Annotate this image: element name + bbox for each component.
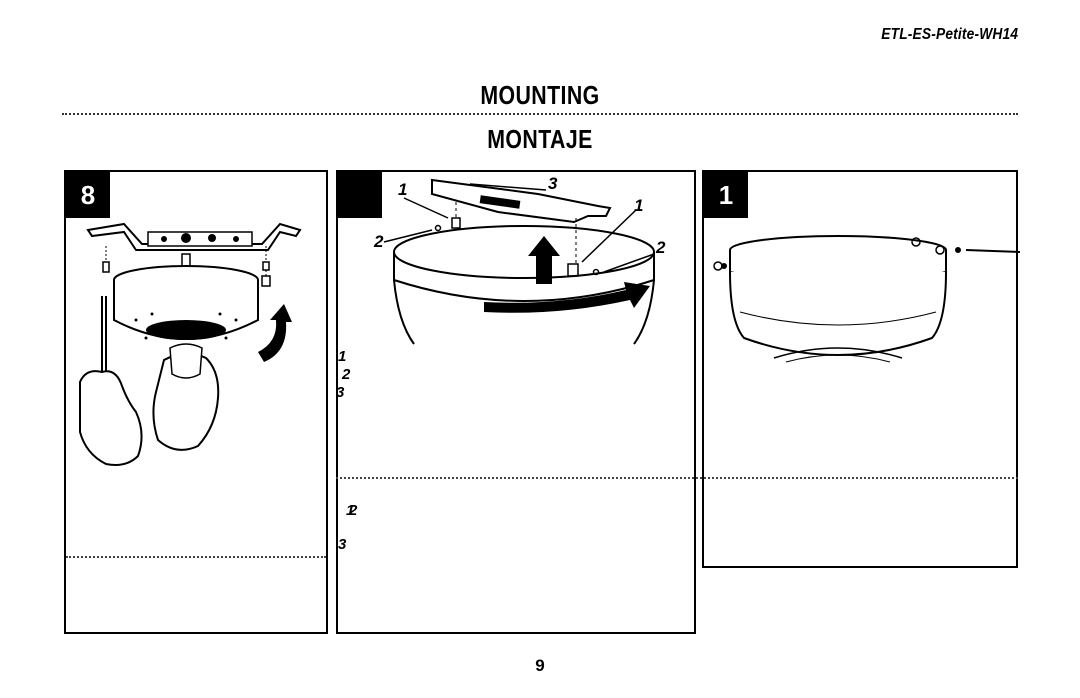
text-fragment: 3 xyxy=(336,384,345,401)
section-divider xyxy=(66,556,326,558)
step-number-tab: 1 xyxy=(704,172,748,218)
callout-1-left: 1 xyxy=(398,180,408,199)
text-fragment: 2 xyxy=(349,502,358,519)
page-title-english: MOUNTING xyxy=(480,80,600,110)
twist-lock-illustration xyxy=(383,178,655,345)
title-divider xyxy=(62,113,1018,115)
globe-installed-illustration xyxy=(713,235,1020,363)
text-fragment: 1 xyxy=(346,502,355,519)
callout-1-right: 1 xyxy=(634,196,644,215)
text-fragment: 2 xyxy=(342,366,351,383)
callout-3: 3 xyxy=(548,174,558,193)
step-panel-8: 8 xyxy=(64,170,328,634)
model-number: ETL-ES-Petite-WH14 xyxy=(881,26,1018,43)
text-fragment: 1 xyxy=(338,348,347,365)
step-panel-1: 1 xyxy=(702,170,1020,568)
step-number-tab: 8 xyxy=(66,172,110,218)
text-fragment: 3 xyxy=(338,536,347,553)
page-title-spanish: MONTAJE xyxy=(487,124,593,154)
callout-2-left: 2 xyxy=(374,232,384,251)
callout-2-right: 2 xyxy=(656,238,666,257)
step-panel-2: 1 2 3 1 2 1 2 3 1 2 3 xyxy=(336,170,696,634)
page-number: 9 xyxy=(535,656,545,675)
section-divider xyxy=(336,477,1018,479)
step-number-tab xyxy=(338,172,382,218)
install-bracket-illustration xyxy=(79,222,302,466)
